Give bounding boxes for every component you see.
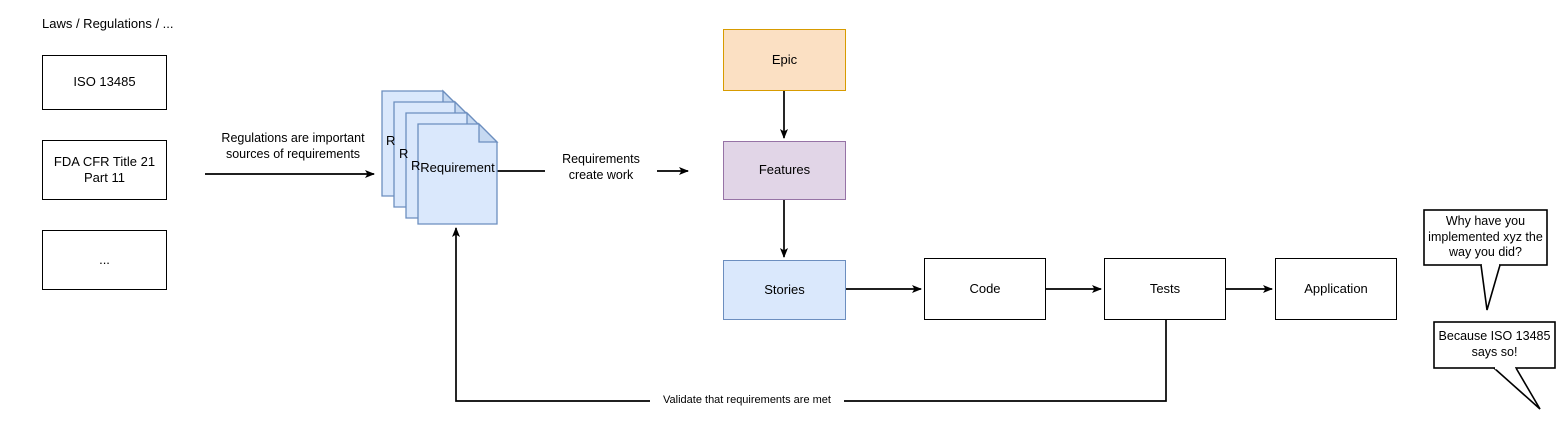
requirement-stack-label-1: R bbox=[411, 158, 421, 173]
pipeline-box-tests[interactable]: Tests bbox=[1104, 258, 1226, 320]
source-box-iso[interactable]: ISO 13485 bbox=[42, 55, 167, 110]
requirement-stack-label-2: R bbox=[399, 146, 409, 161]
edge-label-regulations: Regulations are important sources of req… bbox=[208, 131, 378, 163]
requirement-stack-label-3: R bbox=[386, 133, 396, 148]
source-box-ellipsis[interactable]: ... bbox=[42, 230, 167, 290]
work-item-stories[interactable]: Stories bbox=[723, 260, 846, 320]
laws-regulations-heading: Laws / Regulations / ... bbox=[42, 16, 174, 31]
work-item-epic[interactable]: Epic bbox=[723, 29, 846, 91]
speech-bubble-question-text: Why have you implemented xyz the way you… bbox=[1428, 214, 1543, 260]
edge-label-create-work: Requirements create work bbox=[545, 152, 657, 184]
edge-label-validate: Validate that requirements are met bbox=[650, 394, 844, 408]
work-item-features[interactable]: Features bbox=[723, 141, 846, 200]
speech-bubble-answer-text: Because ISO 13485 says so! bbox=[1438, 329, 1551, 359]
pipeline-box-code[interactable]: Code bbox=[924, 258, 1046, 320]
source-box-fda[interactable]: FDA CFR Title 21 Part 11 bbox=[42, 140, 167, 200]
requirement-label: Requirement bbox=[420, 159, 495, 175]
pipeline-box-application[interactable]: Application bbox=[1275, 258, 1397, 320]
